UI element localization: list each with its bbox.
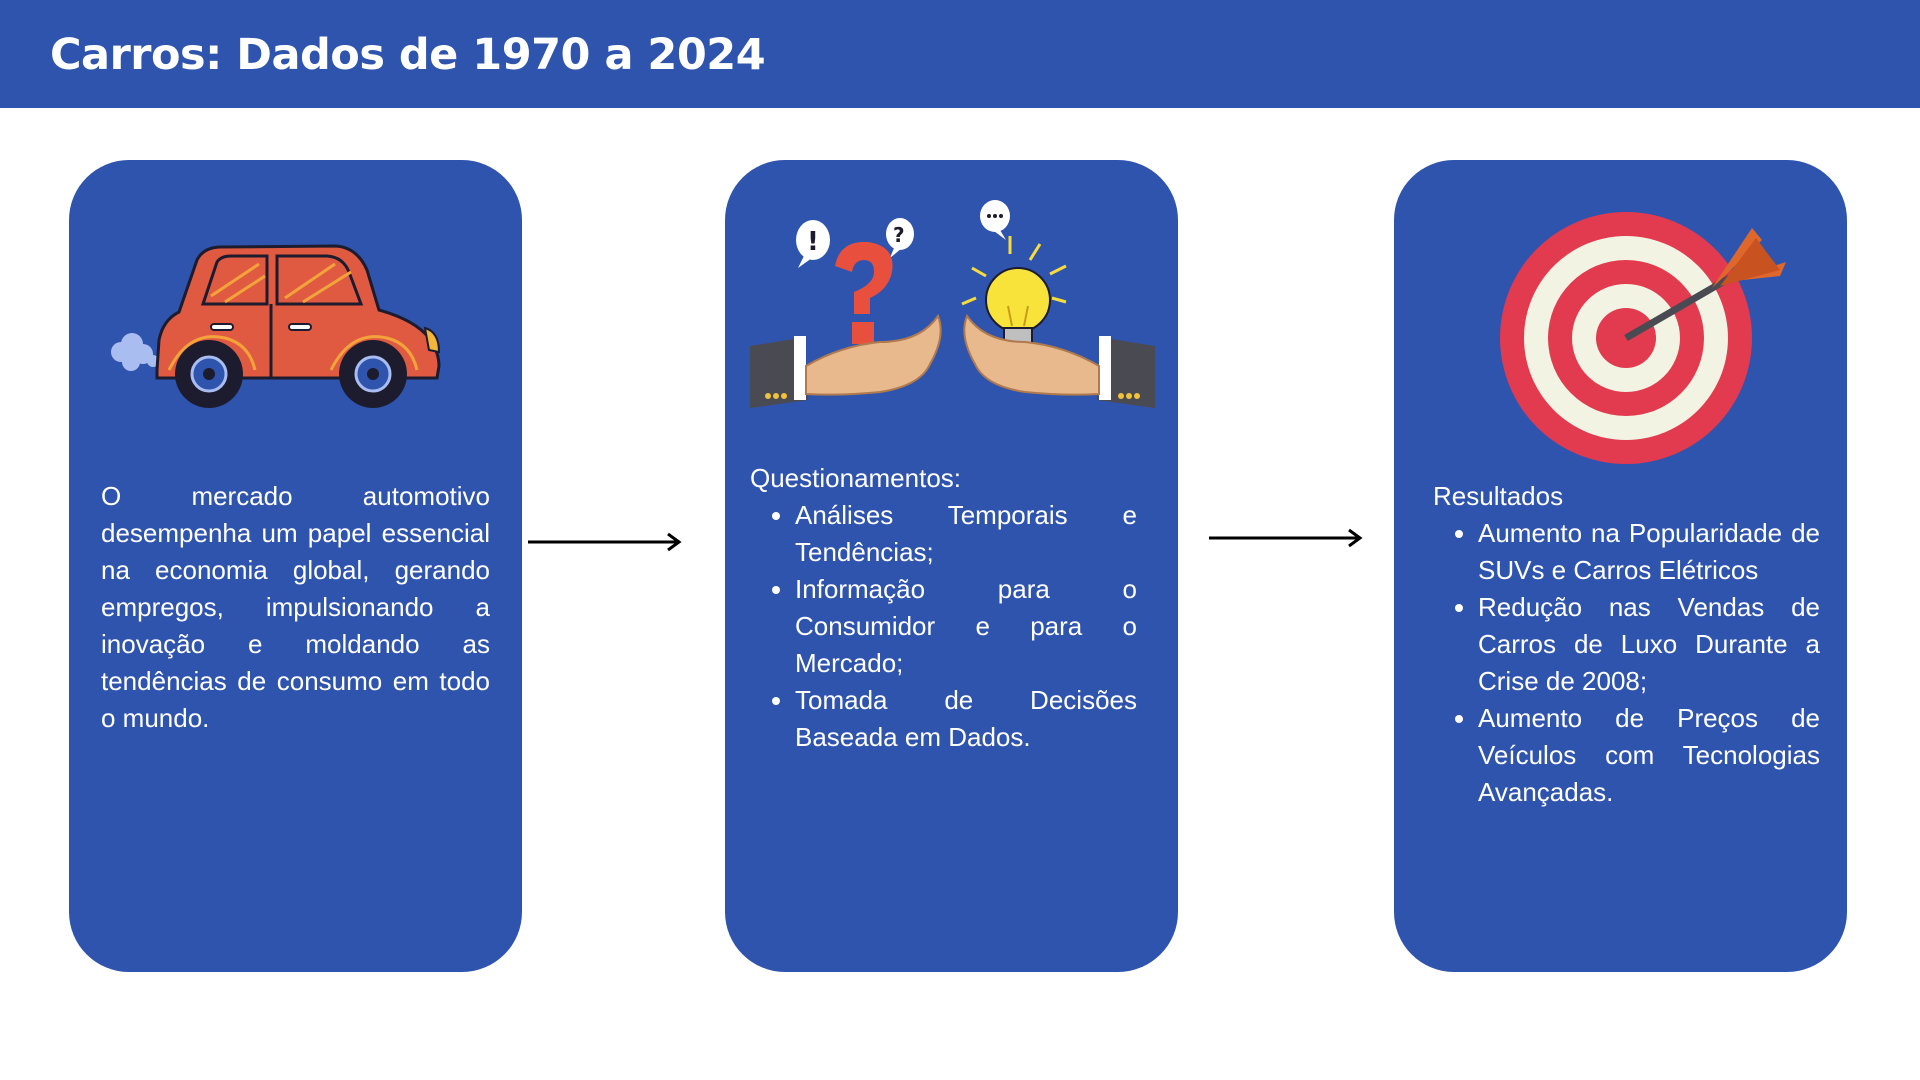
speech-bubble-icon: ! ? [796, 200, 1010, 268]
header-bar: Carros: Dados de 1970 a 2024 [0, 0, 1920, 108]
page-title: Carros: Dados de 1970 a 2024 [50, 30, 766, 80]
results-block: Resultados Aumento na Popularidade de SU… [1433, 478, 1820, 811]
market-description: O mercado automotivo desempenha um papel… [101, 481, 490, 733]
results-heading: Resultados [1433, 481, 1564, 511]
questions-heading: Questionamentos: [750, 463, 962, 493]
arrow-right-icon [1209, 528, 1363, 548]
svg-text:!: ! [807, 227, 819, 257]
list-item: Aumento na Popularidade de SUVs e Carros… [1478, 515, 1820, 589]
questions-block: Questionamentos: Análises Temporais e Te… [750, 460, 1137, 756]
list-item: Aumento de Preços de Veículos com Tecnol… [1478, 700, 1820, 811]
card-market-overview: O mercado automotivo desempenha um papel… [69, 160, 522, 972]
svg-text:?: ? [893, 223, 905, 247]
left-hand-icon [750, 313, 942, 408]
list-item: Análises Temporais e Tendências; [795, 497, 1137, 571]
questions-list: Análises Temporais e Tendências; Informa… [750, 497, 1137, 756]
exhaust-smoke-icon [111, 333, 159, 371]
car-icon [111, 244, 441, 408]
arrow-right-icon [528, 532, 682, 552]
target-arrow-icon [1500, 212, 1786, 464]
list-item: Redução nas Vendas de Carros de Luxo Dur… [1478, 589, 1820, 700]
card-questions: ! ? [725, 160, 1178, 972]
card-results: Resultados Aumento na Popularidade de SU… [1394, 160, 1847, 972]
list-item: Tomada de Decisões Baseada em Dados. [795, 682, 1137, 756]
results-list: Aumento na Popularidade de SUVs e Carros… [1433, 515, 1820, 811]
right-hand-icon [963, 313, 1155, 408]
question-lightbulb-hands-icon: ! ? [750, 200, 1155, 408]
list-item: Informação para o Consumidor e para o Me… [795, 571, 1137, 682]
